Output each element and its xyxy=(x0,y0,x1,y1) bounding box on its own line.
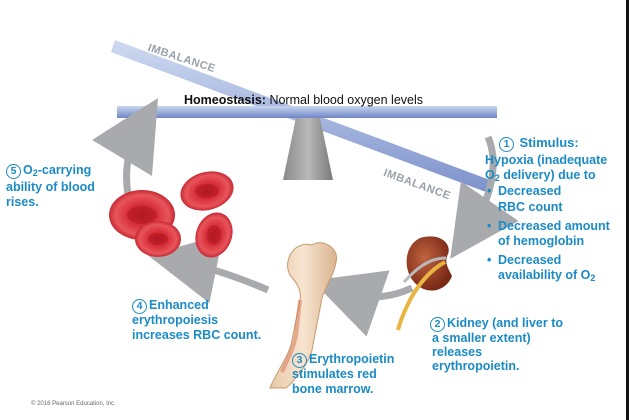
title-bold: Homeostasis: xyxy=(184,93,266,107)
step4-line2: erythropoiesis xyxy=(132,313,219,327)
step1-line2: O2 delivery) due to xyxy=(485,168,596,183)
arrow-rbc-to-balance xyxy=(91,97,158,196)
step2-line4: erythropoietin. xyxy=(432,359,520,373)
step2-line2: a smaller extent) xyxy=(432,331,531,345)
step2-number: 2 xyxy=(430,317,445,332)
bullet-2-line2: of hemoglobin xyxy=(498,234,585,248)
bullet-3-line2: availability of O2 xyxy=(498,268,596,283)
bullet-3-line1: Decreased xyxy=(487,253,561,267)
red-blood-cells xyxy=(109,171,234,258)
balance-pivot xyxy=(283,113,333,180)
step5-line2: ability of blood xyxy=(6,180,95,194)
kidney xyxy=(396,236,452,331)
step5-line3: rises. xyxy=(6,195,39,209)
step1-head: Stimulus: xyxy=(519,135,579,150)
step3-line3: bone marrow. xyxy=(292,382,374,396)
bone-marrow-bone xyxy=(269,242,338,389)
step3-line2: stimulates red xyxy=(292,367,377,381)
step3-number: 3 xyxy=(292,353,307,368)
step5-number: 5 xyxy=(6,164,21,179)
step1-line1: Hypoxia (inadequate xyxy=(485,153,608,167)
arrow-kidney-to-marrow xyxy=(311,270,414,337)
homeostasis-title: Homeostasis: Normal blood oxygen levels xyxy=(184,93,423,107)
title-rest: Normal blood oxygen levels xyxy=(265,93,424,107)
bullet-1-line2: RBC count xyxy=(498,200,563,214)
step1-heading: 1 Stimulus: xyxy=(499,136,579,152)
step4-line3: increases RBC count. xyxy=(132,328,262,342)
homeostasis-beam xyxy=(117,106,497,118)
step2-line3: releases xyxy=(432,345,483,359)
arrow-marrow-to-rbc xyxy=(147,234,270,304)
copyright-notice: © 2016 Pearson Education, Inc. xyxy=(31,401,116,407)
bullet-1-line1: Decreased xyxy=(487,184,561,198)
step4-number: 4 xyxy=(132,299,147,314)
bullet-2-line1: Decreased amount xyxy=(487,219,610,233)
right-edge-bar xyxy=(626,0,629,420)
step1-number: 1 xyxy=(499,137,514,152)
arrow-stimulus-to-kidney xyxy=(450,135,519,259)
